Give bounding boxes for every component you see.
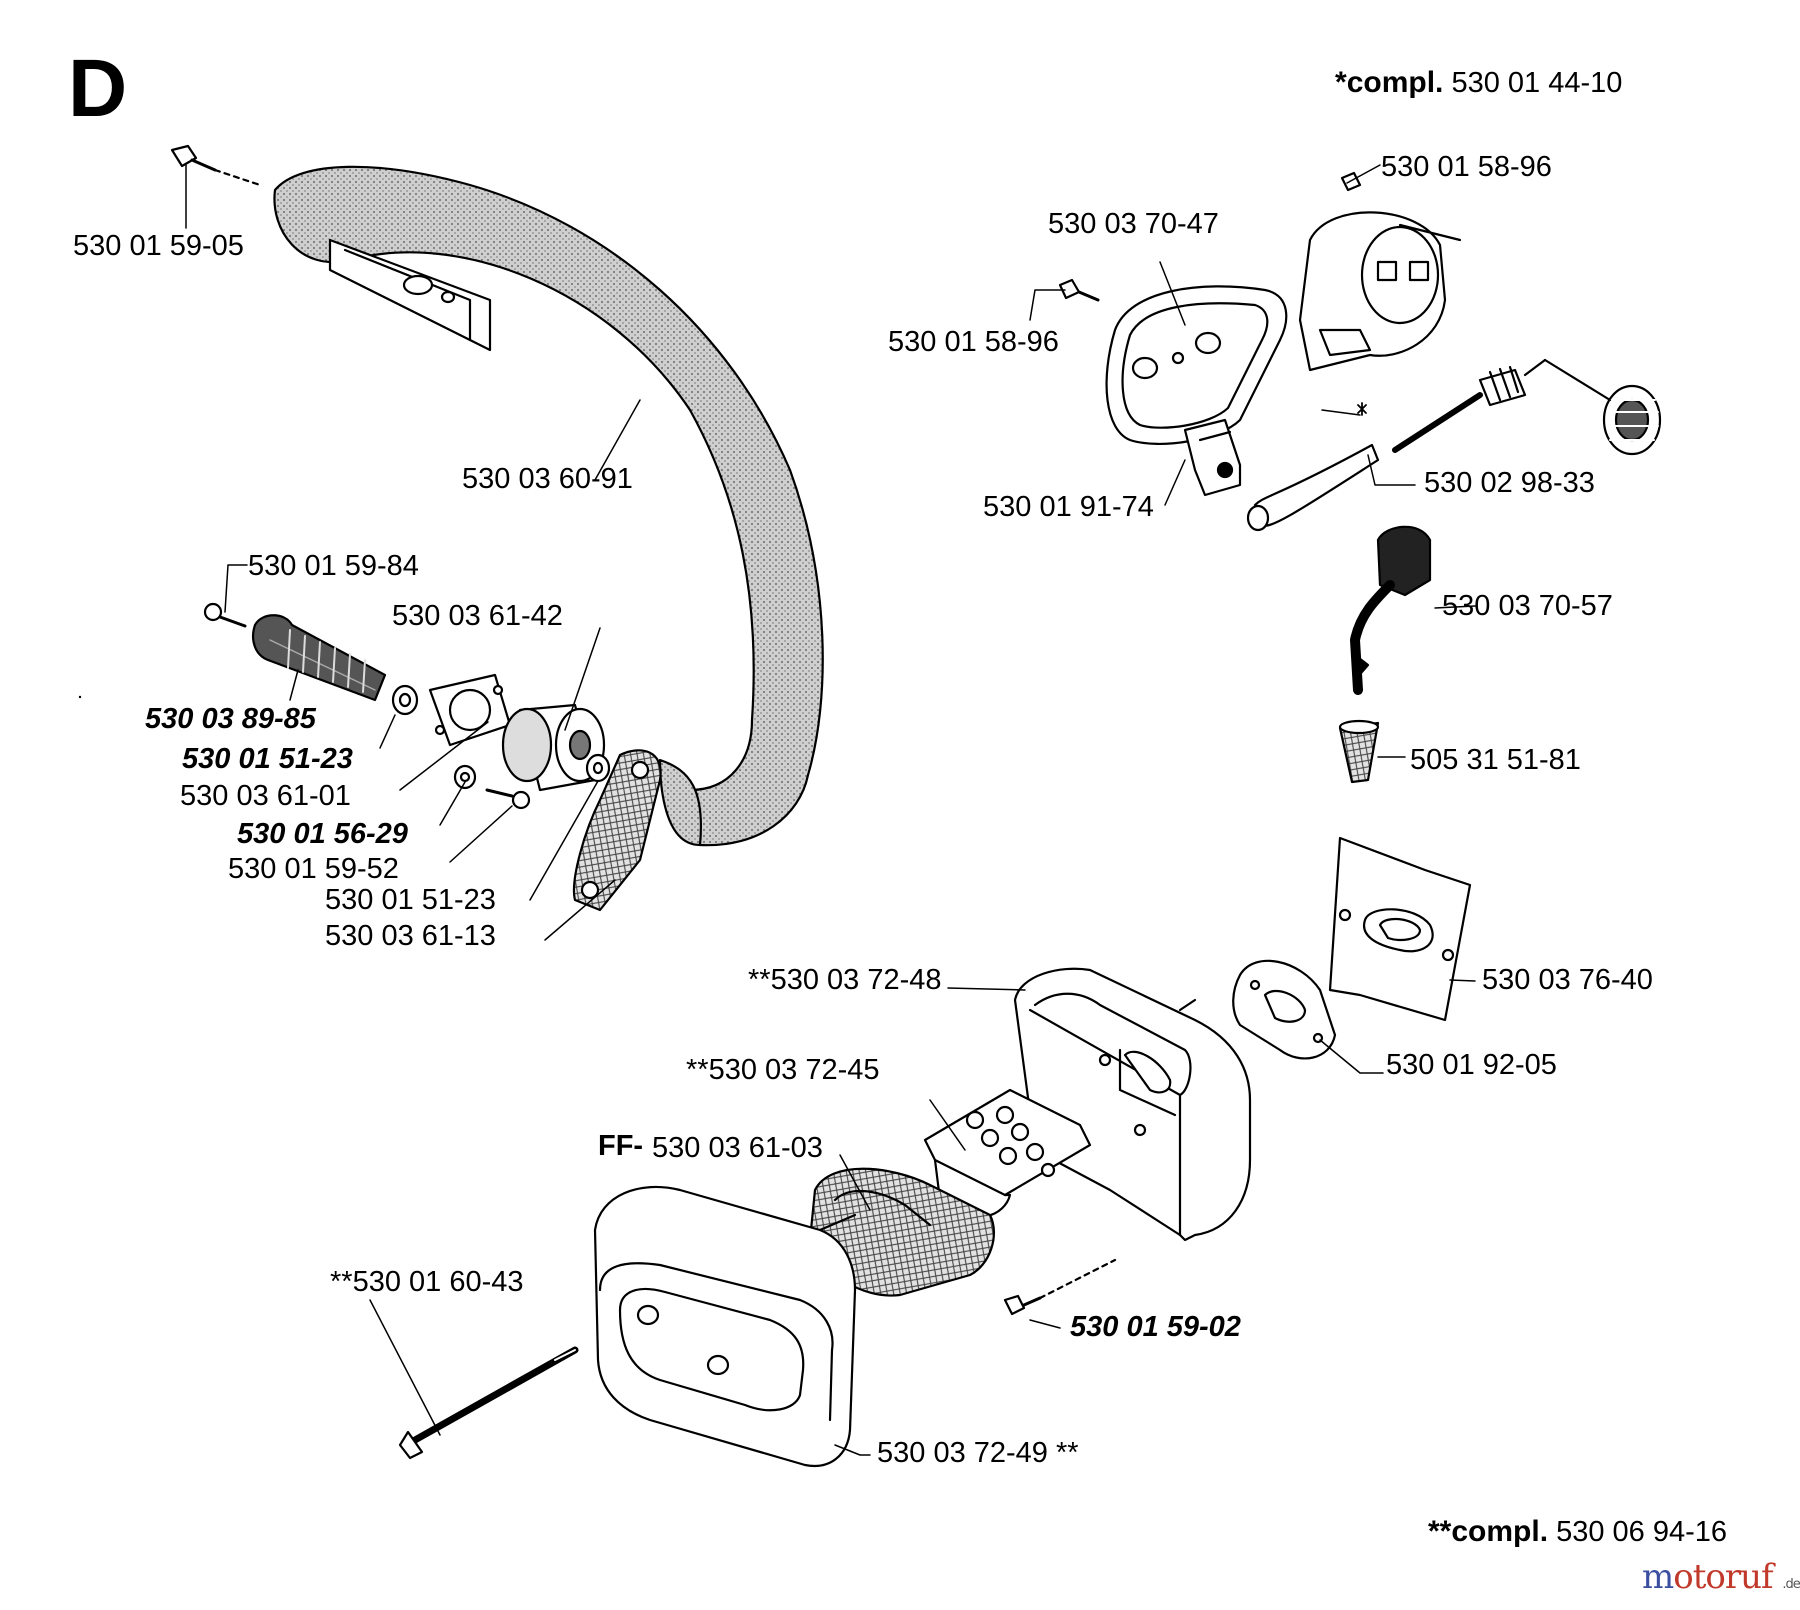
- rubber-buffer-530-03-89-85: [251, 614, 387, 702]
- screw-530-01-58-96-a: [1058, 278, 1100, 302]
- part-label: 530 01 58-96: [1381, 151, 1552, 183]
- watermark-suffix: .de: [1782, 1577, 1800, 1592]
- part-label: **530 01 60-43: [330, 1266, 524, 1298]
- part-label: 530 03 61-01: [180, 780, 351, 812]
- compl-word-top: compl.: [1346, 66, 1444, 99]
- oil-pump-housing: [1298, 211, 1462, 372]
- compl-word-bottom: compl.: [1451, 1515, 1549, 1548]
- watermark-text: motoruf: [1642, 1557, 1774, 1597]
- part-label: 530 03 89-85: [145, 703, 316, 735]
- spacer-sleeve-530-03-61-42: [501, 703, 606, 792]
- part-label: 530 03 60-91: [462, 463, 633, 495]
- part-label: 530 03 76-40: [1482, 964, 1653, 996]
- part-label: 530 01 51-23: [325, 884, 496, 916]
- oil-pump-shaft-530-02-98-33: [1246, 358, 1547, 532]
- section-letter: D: [68, 43, 128, 134]
- part-label: **530 03 72-48: [748, 964, 942, 996]
- part-label: **530 03 72-45: [686, 1054, 880, 1086]
- part-label: 530 01 58-96: [888, 326, 1059, 358]
- muffler-cover-530-03-72-49: [593, 1185, 857, 1468]
- compl-number-bottom: 530 06 94-16: [1556, 1516, 1728, 1548]
- front-handle-bar: [273, 165, 824, 847]
- cover-plate-530-03-70-47: [1105, 285, 1288, 446]
- part-label: 530 01 59-05: [73, 230, 244, 262]
- part-label-prefix: FF-: [598, 1130, 644, 1162]
- muffler-body-530-03-72-48: [1013, 967, 1252, 1242]
- washer-530-01-56-29: [453, 764, 477, 790]
- part-label: 530 01 59-84: [248, 550, 419, 582]
- compl-number-top: 530 01 44-10: [1451, 67, 1623, 99]
- washer-530-01-51-23-b: [585, 753, 611, 783]
- part-label: 530 03 72-49 **: [877, 1437, 1079, 1469]
- worm-gear: [1543, 358, 1662, 456]
- compl-marker-bottom: **: [1428, 1515, 1452, 1548]
- screw-530-01-59-05: [170, 144, 262, 187]
- screw-530-01-59-52: [485, 788, 531, 810]
- part-label: 530 01 91-74: [983, 491, 1154, 523]
- part-label: 530 03 70-47: [1048, 208, 1219, 240]
- part-label: 530 03 61-03: [652, 1132, 823, 1164]
- oil-filter-505-31-51-81: [1338, 719, 1380, 784]
- gasket-530-01-92-05: [1232, 959, 1337, 1060]
- spark-arrestor-plate-530-03-72-45: [923, 1088, 1092, 1218]
- washer-530-01-51-23: [391, 684, 419, 716]
- part-label: 530 02 98-33: [1424, 467, 1595, 499]
- compl-marker-top: *: [1335, 66, 1347, 99]
- part-label: 530 01 59-52: [228, 853, 399, 885]
- assembly-note-top: *compl. 530 01 44-10: [1335, 68, 1622, 98]
- muffler-bracket-530-03-76-40: [1328, 836, 1472, 1022]
- oil-hose-530-03-70-57: [1350, 525, 1432, 695]
- assembly-note-bottom: **compl. 530 06 94-16: [1428, 1517, 1727, 1547]
- bolt-530-01-59-84: [203, 602, 247, 628]
- clip-530-01-91-74: [1183, 418, 1242, 497]
- part-label: 530 01 56-29: [237, 818, 408, 850]
- screw-530-01-59-02: [1003, 1258, 1117, 1316]
- watermark-logo: motoruf .de: [1642, 1560, 1800, 1594]
- bracket-plate-530-03-61-01: [428, 673, 512, 747]
- part-label: 530 03 70-57: [1442, 590, 1613, 622]
- heat-shield-530-03-61-13: [573, 749, 662, 912]
- part-label: 530 03 61-42: [392, 600, 563, 632]
- part-label: 530 03 61-13: [325, 920, 496, 952]
- bolt-530-01-60-43: [398, 1346, 579, 1460]
- part-label: 530 01 59-02: [1070, 1311, 1241, 1343]
- stray-dot: [78, 695, 82, 699]
- asterisk-marker: [1357, 402, 1367, 416]
- leader-lines: [185, 164, 1476, 1456]
- part-label: 530 01 51-23: [182, 743, 353, 775]
- part-label: 505 31 51-81: [1410, 744, 1581, 776]
- part-label: 530 01 92-05: [1386, 1049, 1557, 1081]
